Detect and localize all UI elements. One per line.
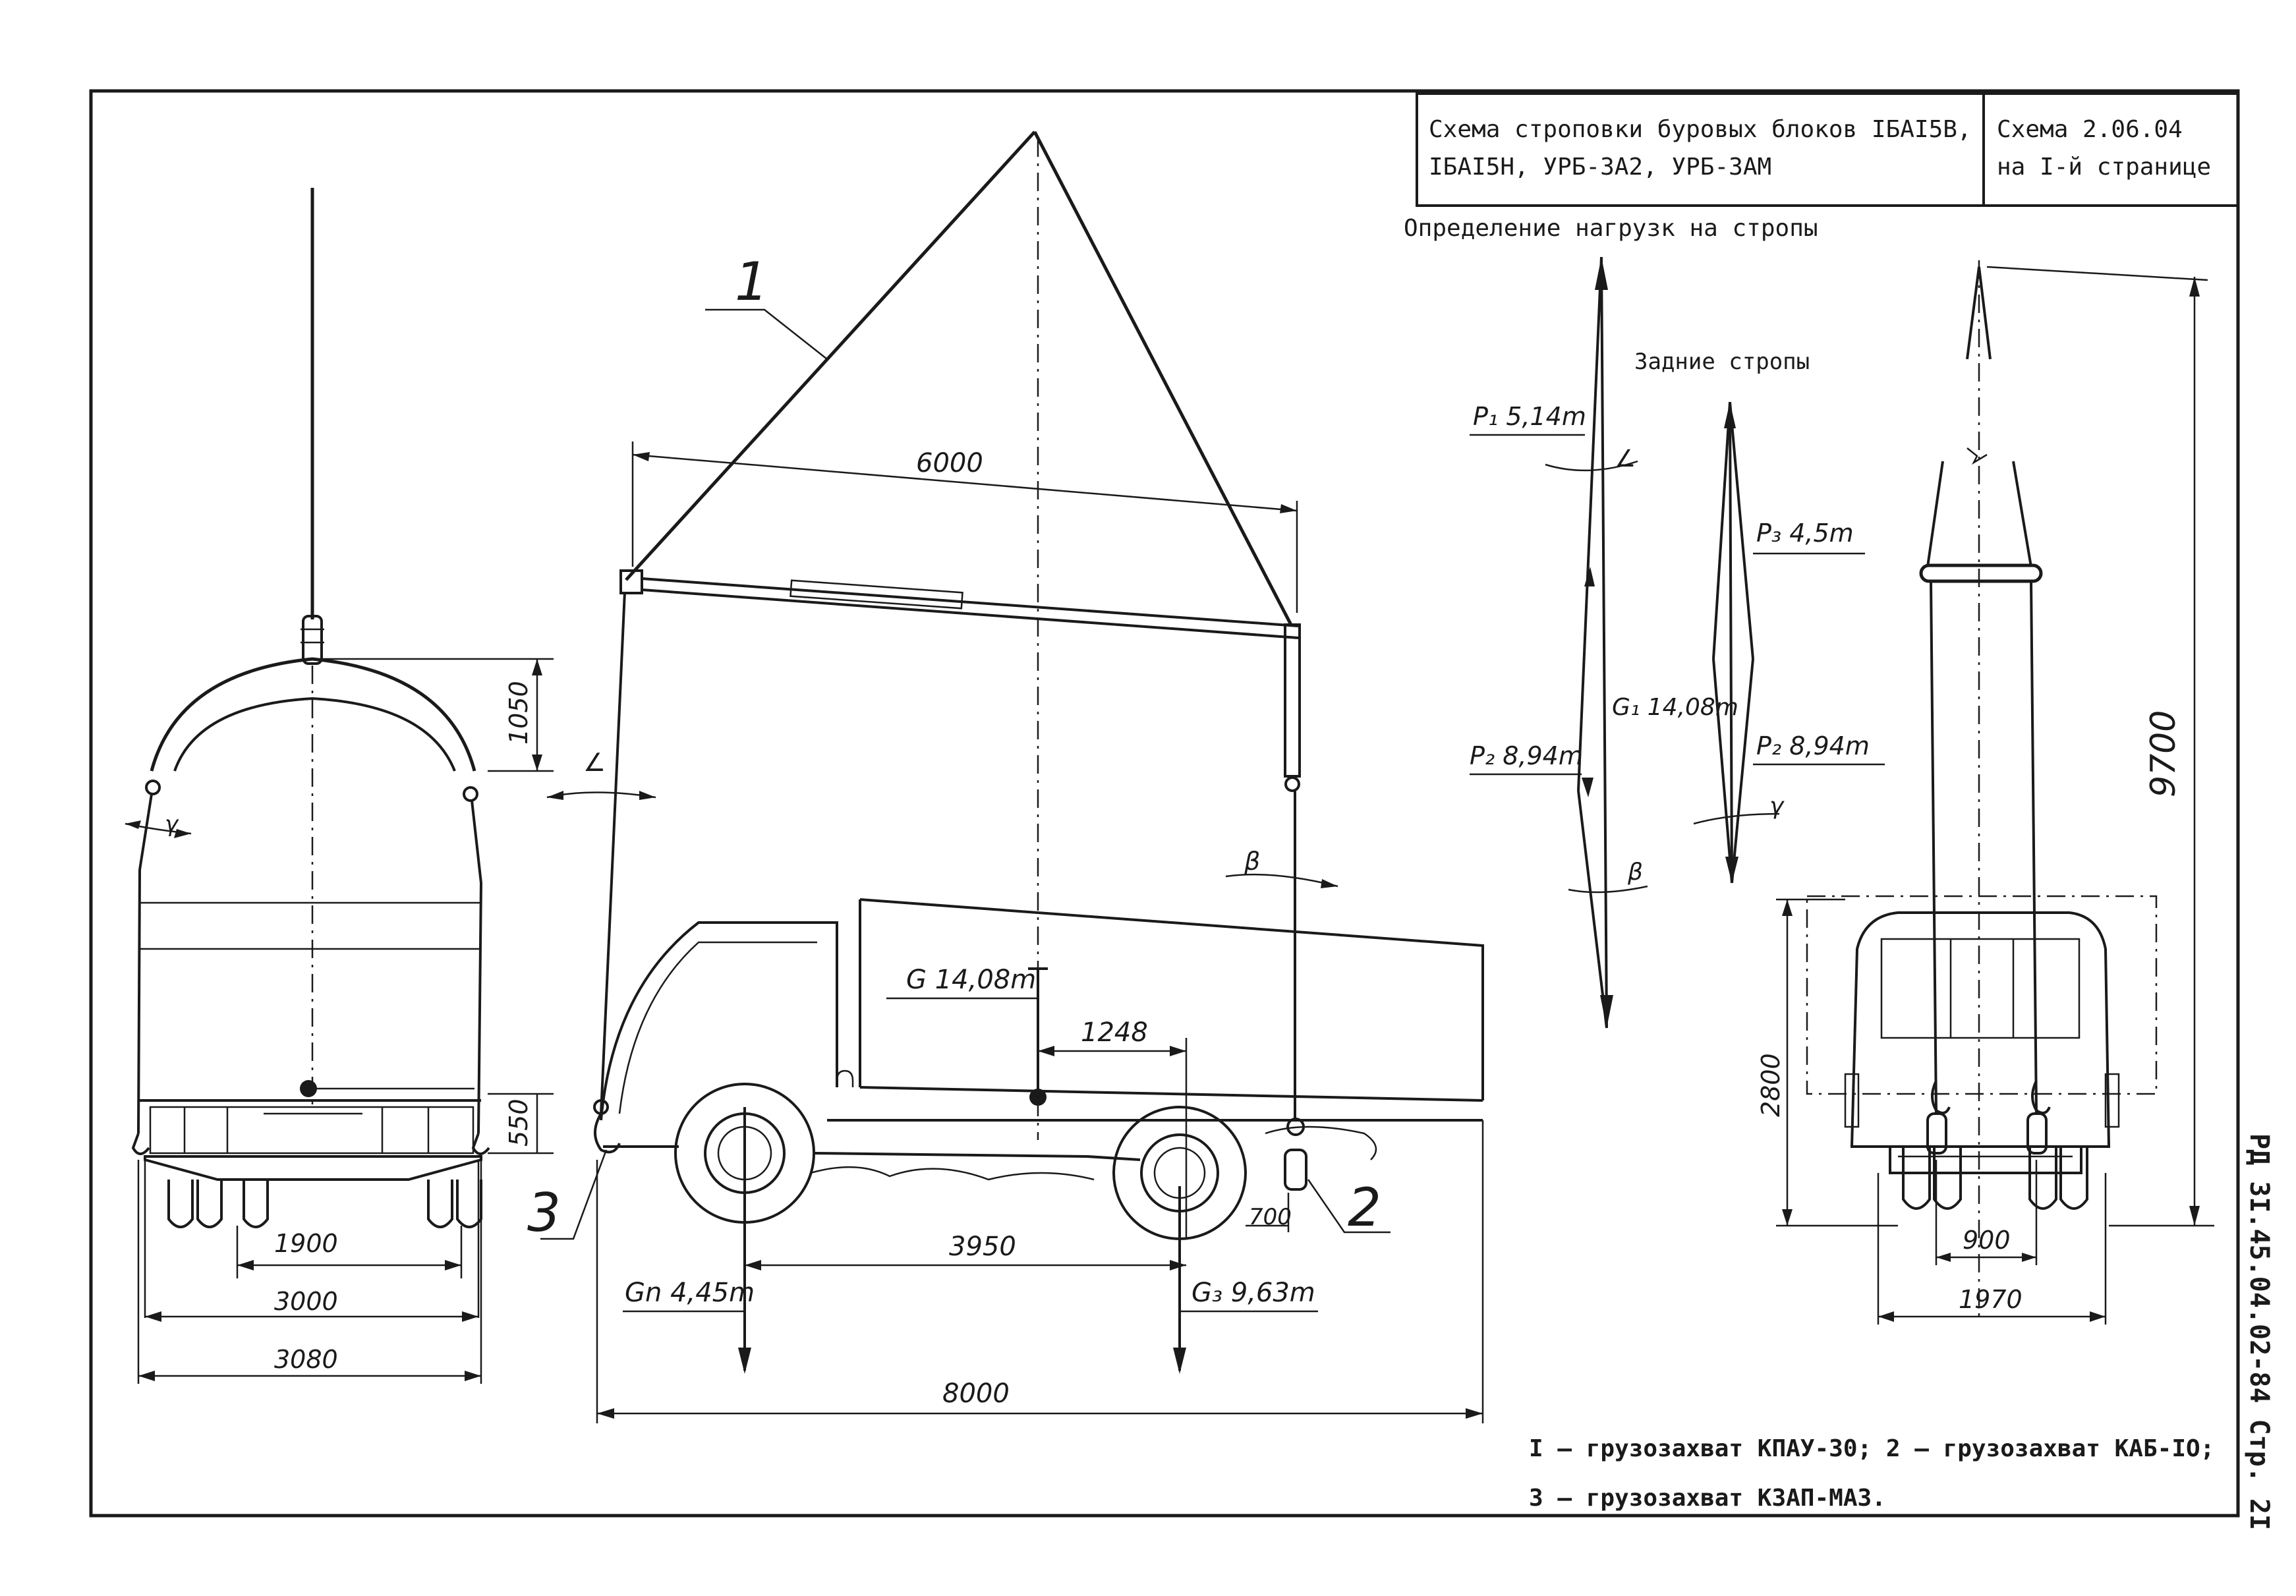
dim-1248: 1248 — [1081, 1017, 1148, 1048]
legend-line-2: 3 – грузозахват КЗАП-МАЗ. — [1529, 1485, 1886, 1512]
callout-2: 2 — [1348, 1177, 1381, 1238]
title-block: Схема строповки буровых блоков IБАI5В, I… — [1416, 92, 2239, 207]
force-angle-gamma: γ — [1769, 793, 1785, 820]
load-G: G 14,08m — [906, 965, 1036, 995]
title-line-1: Схема строповки буровых блоков IБАI5В, — [1429, 116, 1972, 143]
dim-8000: 8000 — [942, 1379, 1010, 1409]
force-angle-beta: β — [1627, 859, 1643, 886]
load-Gn: Gn 4,45m — [625, 1278, 755, 1308]
side-view: 6000 1 ∠ β — [527, 130, 1484, 1423]
rear-view: 9700 2800 900 1970 — [1756, 260, 2214, 1325]
front-angle-gamma: γ — [165, 811, 179, 838]
dim-1900: 1900 — [274, 1229, 338, 1258]
load-G3: G₃ 9,63m — [1191, 1278, 1315, 1308]
sheet-frame — [89, 89, 2240, 1518]
scheme-number: Схема 2.06.04 — [1997, 116, 2183, 143]
force-angle-alpha: ∠ — [1615, 445, 1636, 472]
callout-1: 1 — [735, 251, 768, 312]
legend-line-1: I – грузозахват КПАУ-30; 2 – грузозахват… — [1529, 1435, 2214, 1462]
dim-1970: 1970 — [1959, 1285, 2023, 1314]
force-diagram: P₁ 5,14m ∠ P₂ 8,94m G₁ 14,08m β P₃ 4,5m … — [1470, 256, 1885, 1029]
side-angle-alpha: ∠ — [583, 748, 606, 777]
rear-slings-heading: Задние стропы — [1634, 349, 1810, 375]
front-view: γ 1050 550 1900 3000 3080 — [125, 188, 554, 1384]
dim-3000: 3000 — [274, 1287, 338, 1316]
dim-6000: 6000 — [916, 448, 983, 478]
dim-2800: 2800 — [1756, 1053, 1785, 1117]
force-P2-rear: P₂ 8,94m — [1756, 731, 1870, 760]
side-angle-beta: β — [1244, 847, 1260, 876]
document-code: РД 3I.45.04.02-84 Стр. 2I — [2244, 1133, 2274, 1530]
force-P3: P₃ 4,5m — [1756, 519, 1854, 548]
force-P2: P₂ 8,94m — [1470, 741, 1583, 770]
loads-heading: Определение нагрузк на стропы — [1404, 215, 1818, 242]
dim-9700: 9700 — [2144, 710, 2183, 797]
dim-700: 700 — [1249, 1204, 1292, 1230]
scheme-page-ref: на I-й странице — [1997, 154, 2211, 181]
dim-3950: 3950 — [949, 1232, 1016, 1262]
callout-3: 3 — [527, 1182, 561, 1243]
title-line-2: IБАI5Н, УРБ-3А2, УРБ-3АМ — [1429, 154, 1771, 181]
dim-1050: 1050 — [504, 681, 533, 745]
dim-900: 900 — [1963, 1226, 2011, 1255]
dim-3080: 3080 — [274, 1345, 338, 1374]
dim-550: 550 — [504, 1098, 533, 1147]
force-P1: P₁ 5,14m — [1473, 402, 1586, 431]
